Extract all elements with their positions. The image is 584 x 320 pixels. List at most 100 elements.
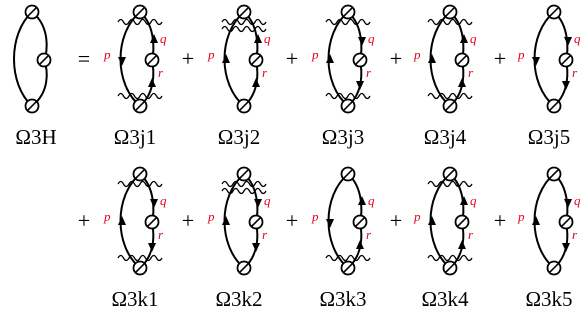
interaction-line-bottom — [325, 254, 371, 262]
right-propagator-arrow-upper — [460, 196, 468, 205]
right-propagator-arrow-upper — [358, 196, 366, 205]
caption-row2-1: Ω3k1 — [111, 287, 159, 311]
interaction-line-top — [117, 18, 163, 26]
right-propagator-arrow-upper — [254, 34, 262, 43]
momentum-label-q: q — [368, 31, 375, 46]
top-vertex-slash — [238, 168, 250, 180]
momentum-label-p: p — [104, 47, 111, 62]
momentum-label-r: r — [572, 227, 578, 242]
right-propagator-arrow-lower — [458, 240, 466, 249]
left-propagator — [13, 11, 33, 107]
interaction-line-bottom — [427, 92, 473, 100]
momentum-label-p: p — [208, 209, 215, 224]
momentum-label-q: q — [264, 31, 271, 46]
right-propagator-arrow-lower — [252, 243, 260, 252]
middle-vertex-slash — [146, 54, 158, 66]
caption-row1-2: Ω3j2 — [217, 125, 261, 149]
top-vertex-slash — [444, 168, 456, 180]
interaction-line-top — [117, 180, 163, 188]
bottom-vertex-slash — [548, 262, 560, 274]
row2-diagram-1-svg — [117, 166, 163, 276]
bottom-vertex-slash — [548, 100, 560, 112]
left-propagator-arrow — [222, 216, 230, 225]
momentum-label-q: q — [368, 193, 375, 208]
interaction-line-top — [427, 18, 473, 26]
middle-vertex-slash — [250, 54, 262, 66]
middle-vertex-slash — [146, 216, 158, 228]
row1-diagram-1-svg — [117, 4, 163, 114]
row2-diagram-2: p q r — [204, 166, 274, 276]
diagram-lhs — [6, 4, 58, 114]
middle-vertex-slash — [456, 216, 468, 228]
plus-sign-row2-4: + — [389, 208, 403, 233]
momentum-label-q: q — [264, 193, 271, 208]
middle-vertex-slash — [560, 54, 572, 66]
right-propagator-arrow-upper — [254, 199, 262, 208]
caption-row2-3: Ω3k3 — [319, 287, 367, 311]
right-propagator-arrow-upper — [564, 199, 572, 208]
caption-row1-3: Ω3j3 — [321, 125, 365, 149]
interaction-line-top-second — [221, 25, 267, 33]
right-propagator-arrow-upper — [460, 34, 468, 43]
momentum-label-r: r — [262, 227, 268, 242]
interaction-line-top — [325, 18, 371, 26]
interaction-line-bottom — [427, 254, 473, 262]
left-propagator-arrow — [428, 54, 436, 63]
row1-diagram-4-svg — [427, 4, 473, 114]
interaction-line-top — [221, 180, 267, 188]
top-vertex-slash — [342, 6, 354, 18]
momentum-label-r: r — [158, 65, 164, 80]
plus-sign-row2-2: + — [181, 208, 195, 233]
momentum-label-p: p — [414, 47, 421, 62]
middle-vertex-slash — [560, 216, 572, 228]
top-vertex-slash — [134, 168, 146, 180]
middle-vertex-slash — [354, 216, 366, 228]
top-vertex-slash — [238, 6, 250, 18]
left-propagator-arrow — [118, 216, 126, 225]
bottom-vertex-slash — [444, 100, 456, 112]
caption-row2-2: Ω3k2 — [215, 287, 263, 311]
bottom-vertex-slash — [26, 100, 38, 112]
right-propagator-arrow-lower — [458, 78, 466, 87]
momentum-label-q: q — [574, 31, 581, 46]
right-propagator-arrow-lower — [252, 78, 260, 87]
row1-diagram-5-svg — [532, 4, 574, 114]
interaction-line-bottom — [325, 92, 371, 100]
caption-row1-1: Ω3j1 — [113, 125, 157, 149]
plus-sign-row1-1: + — [181, 46, 195, 71]
left-propagator-arrow — [326, 54, 334, 63]
momentum-label-q: q — [470, 193, 477, 208]
momentum-label-r: r — [572, 65, 578, 80]
bottom-vertex-slash — [342, 262, 354, 274]
bottom-vertex-slash — [134, 262, 146, 274]
right-propagator-arrow-upper — [564, 37, 572, 46]
plus-sign-row2-5: + — [493, 208, 507, 233]
equals-sign: = — [77, 46, 91, 71]
bottom-vertex-slash — [134, 100, 146, 112]
bottom-vertex-slash — [238, 100, 250, 112]
interaction-line-top — [221, 18, 267, 26]
plus-sign-row1-2: + — [285, 46, 299, 71]
bottom-vertex-slash — [238, 262, 250, 274]
momentum-label-r: r — [366, 227, 372, 242]
right-propagator-arrow-upper — [150, 34, 158, 43]
momentum-label-r: r — [468, 227, 474, 242]
caption-row1-5: Ω3j5 — [527, 125, 571, 149]
left-propagator-arrow — [532, 216, 540, 225]
right-propagator-arrow-lower — [148, 78, 156, 87]
top-vertex-slash — [342, 168, 354, 180]
top-vertex-slash — [444, 6, 456, 18]
caption-lhs: Ω3H — [15, 125, 57, 149]
caption-row1-4: Ω3j4 — [423, 125, 467, 149]
top-vertex-slash — [26, 6, 38, 18]
left-propagator-arrow — [326, 219, 334, 228]
plus-sign-row1-3: + — [389, 46, 403, 71]
